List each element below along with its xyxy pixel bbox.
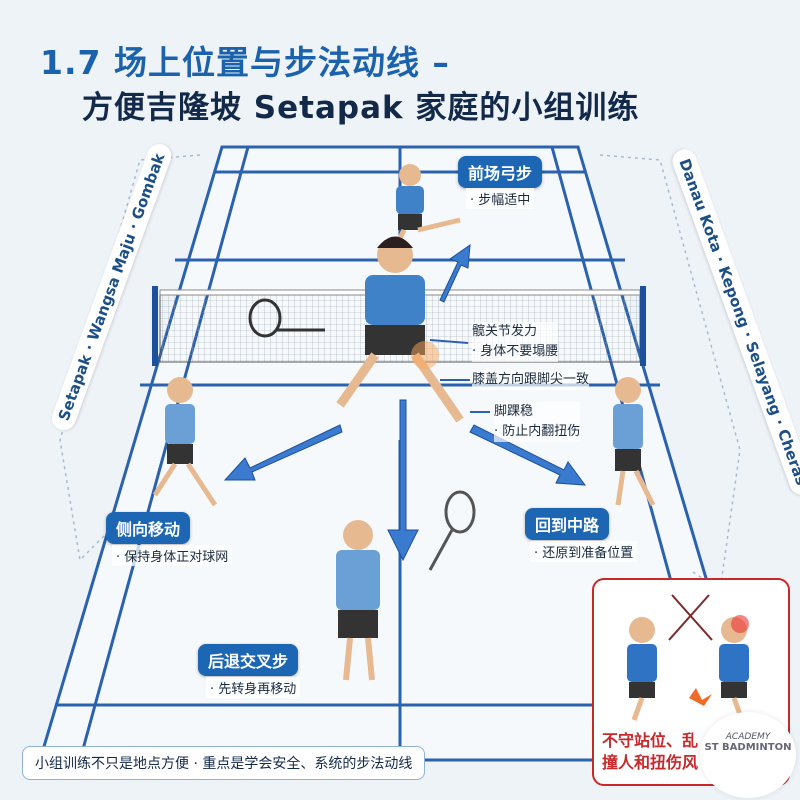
player-main <box>248 236 464 423</box>
move-tip-cross-back: · 先转身再移动 <box>206 677 301 698</box>
note-ankle: 脚踝稳 · 防止内翻扭伤 <box>494 402 581 442</box>
move-label-return-center: 回到中路 <box>525 508 610 540</box>
academy-logo: ACADEMY ST BADMINTON <box>700 712 796 798</box>
logo-top: ACADEMY <box>725 732 771 742</box>
annotation-pointers <box>429 339 490 413</box>
move-label-front-lunge: 前场弓步 <box>458 156 543 188</box>
player-figures <box>152 164 656 681</box>
player-right <box>613 377 656 507</box>
note-knee: 膝盖方向跟脚尖一致 <box>472 370 590 390</box>
note-ankle-sub: · 防止内翻扭伤 <box>494 424 581 439</box>
arrow-left <box>223 424 343 481</box>
logo-brand: ST BADMINTON <box>704 742 792 753</box>
move-tip-front-lunge: · 步幅适中 <box>466 188 535 209</box>
move-tip-side-step: · 保持身体正对球网 <box>112 545 233 566</box>
note-hip-sub: · 身体不要塌腰 <box>472 344 559 359</box>
note-hip: 髋关节发力 · 身体不要塌腰 <box>472 322 559 362</box>
title-line-1: 1.7 场上位置与步法动线 – <box>40 43 450 82</box>
note-ankle-main: 脚踝稳 <box>494 404 534 419</box>
player-back <box>336 490 476 681</box>
move-tip-return-center: · 还原到准备位置 <box>530 541 638 562</box>
player-front <box>395 164 461 244</box>
title-line-2: 方便吉隆坡 Setapak 家庭的小组训练 <box>82 90 640 126</box>
warning-text: 不守站位、乱 撞人和扭伤风 <box>602 730 698 774</box>
note-hip-main: 髋关节发力 <box>472 324 538 339</box>
arrow-front <box>439 243 471 303</box>
arrow-back <box>387 399 419 562</box>
move-label-cross-back: 后退交叉步 <box>198 644 299 676</box>
footer-caption: 小组训练不只是地点方便 · 重点是学会安全、系统的步法动线 <box>22 746 426 780</box>
move-label-side-step: 侧向移动 <box>106 512 191 544</box>
player-left <box>152 377 218 507</box>
warning-line-1: 不守站位、乱 <box>602 731 699 750</box>
warning-line-2: 撞人和扭伤风 <box>602 753 699 772</box>
collision-illustration <box>627 594 749 721</box>
